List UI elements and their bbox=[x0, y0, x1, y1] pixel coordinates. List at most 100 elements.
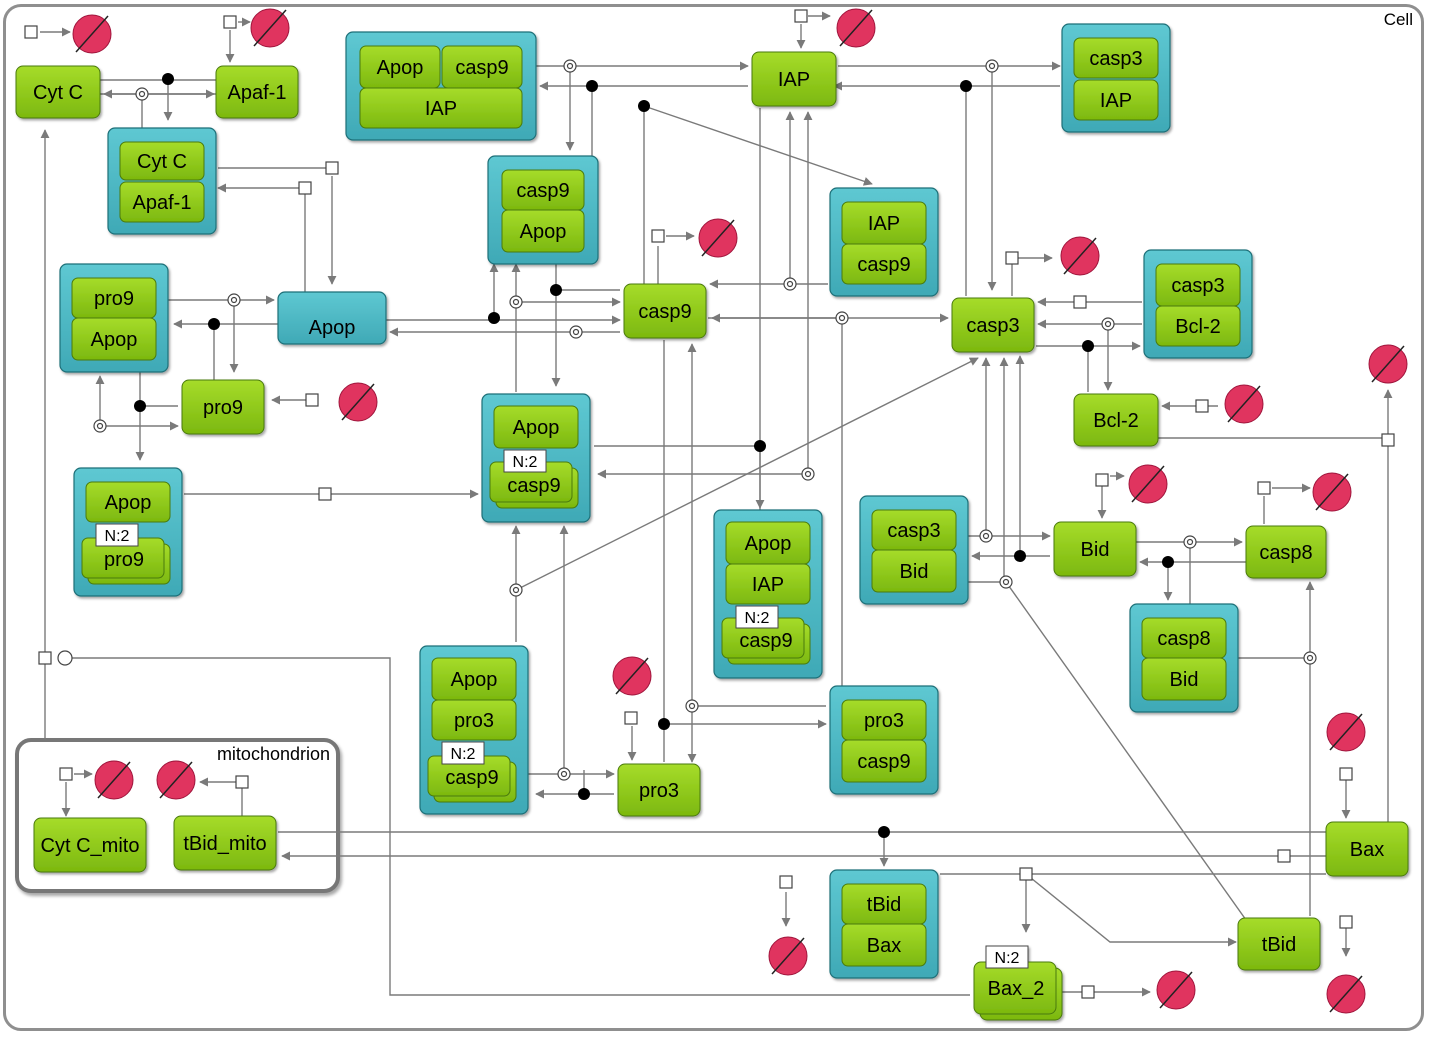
sink-icon bbox=[1326, 974, 1366, 1014]
complex-casp3-bcl2[interactable]: casp3 Bcl-2 bbox=[1143, 249, 1253, 359]
complex-pro3-casp9-member-2: casp9 bbox=[857, 751, 910, 773]
species-cytc-mito-node[interactable]: Cyt C_mito bbox=[33, 817, 147, 873]
complex-casp3-iap[interactable]: casp3 IAP bbox=[1061, 23, 1171, 133]
species-cytc-node[interactable]: Cyt C bbox=[15, 65, 101, 119]
complex-pro9-apop[interactable]: pro9 Apop bbox=[59, 263, 169, 373]
sink-icon bbox=[250, 8, 290, 48]
sink-icon bbox=[1368, 344, 1408, 384]
species-casp9-node[interactable]: casp9 bbox=[623, 283, 707, 339]
complex-tbid-bax-member-2: Bax bbox=[867, 935, 901, 957]
species-pro3-label: pro3 bbox=[639, 780, 679, 802]
species-casp3-label: casp3 bbox=[966, 315, 1019, 337]
association-dots bbox=[134, 73, 1174, 838]
complex-apop-casp9-dimer[interactable]: Apop casp9 N:2 bbox=[481, 393, 591, 523]
species-bax2-label: Bax_2 bbox=[988, 978, 1045, 1000]
sink-icon bbox=[338, 382, 378, 422]
complex-casp3-bid[interactable]: casp3 Bid bbox=[859, 495, 969, 605]
complex-casp3-bcl2-member-1: casp3 bbox=[1171, 275, 1224, 297]
complex-casp3-iap-member-2: IAP bbox=[1100, 90, 1132, 112]
complex-apop-pro9-dimer-member-1: Apop bbox=[105, 492, 152, 514]
sink-icon bbox=[1156, 970, 1196, 1010]
species-bax-node[interactable]: Bax bbox=[1325, 821, 1409, 877]
sink-icon bbox=[94, 760, 134, 800]
complex-casp3-bid-member-2: Bid bbox=[900, 561, 929, 583]
complex-casp9-apop-member-1: casp9 bbox=[516, 180, 569, 202]
complex-iap-casp9[interactable]: IAP casp9 bbox=[829, 187, 939, 297]
dissociation-glyphs bbox=[57, 59, 1317, 781]
complex-pro9-apop-member-1: pro9 bbox=[94, 288, 134, 310]
species-pro3-node[interactable]: pro3 bbox=[617, 763, 701, 817]
sink-icon bbox=[1128, 464, 1168, 504]
complex-casp3-bcl2-member-2: Bcl-2 bbox=[1175, 316, 1221, 338]
complex-apop-iap-casp9-dimer-member-3: casp9 bbox=[739, 630, 792, 652]
complex-casp8-bid[interactable]: casp8 Bid bbox=[1129, 603, 1239, 713]
species-bid-label: Bid bbox=[1081, 539, 1110, 561]
species-pro9-label: pro9 bbox=[203, 397, 243, 419]
species-tbid-label: tBid bbox=[1262, 934, 1296, 956]
species-cytc-label: Cyt C bbox=[33, 82, 83, 104]
multimer-badge: N:2 bbox=[451, 746, 476, 763]
species-bax2-node[interactable]: Bax_2 N:2 bbox=[973, 945, 1063, 1021]
species-cytc-mito-label: Cyt C_mito bbox=[41, 835, 140, 857]
species-casp8-node[interactable]: casp8 bbox=[1245, 525, 1327, 579]
complexes: Cyt C Apaf-1 Apop casp9 IAP casp3 IAP ca… bbox=[59, 23, 1253, 979]
complex-apop-pro9-dimer[interactable]: Apop pro9 N:2 bbox=[73, 467, 183, 597]
complex-apop-casp9-iap[interactable]: Apop casp9 IAP bbox=[345, 31, 537, 141]
sink-icon bbox=[1326, 712, 1366, 752]
species-apaf1-label: Apaf-1 bbox=[228, 82, 287, 104]
complex-apop-iap-casp9-dimer-member-1: Apop bbox=[745, 533, 792, 555]
complex-apop-casp9-iap-member-2: casp9 bbox=[455, 57, 508, 79]
complex-apop-casp9-dimer-member-1: Apop bbox=[513, 417, 560, 439]
species-tbid-mito-label: tBid_mito bbox=[183, 833, 266, 855]
complex-apop-casp9-iap-member-1: Apop bbox=[377, 57, 424, 79]
sink-icon bbox=[768, 936, 808, 976]
sink-icon bbox=[1224, 384, 1264, 424]
complex-iap-casp9-member-1: IAP bbox=[868, 213, 900, 235]
complex-apop-pro3-casp9-dimer[interactable]: Apop pro3 casp9 N:2 bbox=[419, 645, 529, 815]
complex-tbid-bax[interactable]: tBid Bax bbox=[829, 869, 939, 979]
complex-apop-casp9-iap-member-3: IAP bbox=[425, 98, 457, 120]
multimer-badge: N:2 bbox=[995, 950, 1020, 967]
species-casp8-label: casp8 bbox=[1259, 542, 1312, 564]
complex-cytc-apaf1[interactable]: Cyt C Apaf-1 bbox=[107, 127, 217, 235]
species-iap-node[interactable]: IAP bbox=[751, 51, 837, 107]
complex-casp9-apop-member-2: Apop bbox=[520, 221, 567, 243]
process-nodes bbox=[24, 9, 1395, 999]
complex-casp9-apop[interactable]: casp9 Apop bbox=[487, 155, 599, 265]
sink-icon bbox=[1060, 236, 1100, 276]
species-pro9-node[interactable]: pro9 bbox=[181, 379, 265, 435]
complex-casp8-bid-member-2: Bid bbox=[1170, 669, 1199, 691]
species-apaf1-node[interactable]: Apaf-1 bbox=[215, 65, 299, 119]
species-bax-label: Bax bbox=[1350, 839, 1384, 861]
species-casp3-node[interactable]: casp3 bbox=[951, 297, 1035, 353]
complex-apop-pro9-dimer-member-2: pro9 bbox=[104, 549, 144, 571]
complex-apop-iap-casp9-dimer[interactable]: Apop IAP casp9 N:2 bbox=[713, 509, 823, 679]
multimer-badge: N:2 bbox=[105, 528, 130, 545]
complex-apop-casp9-dimer-member-2: casp9 bbox=[507, 475, 560, 497]
complex-pro3-casp9[interactable]: pro3 casp9 bbox=[829, 685, 939, 795]
species-tbid-node[interactable]: tBid bbox=[1237, 917, 1321, 971]
sink-icon bbox=[156, 760, 196, 800]
complex-iap-casp9-member-2: casp9 bbox=[857, 254, 910, 276]
species-apop-label: Apop bbox=[309, 317, 356, 339]
species-apop-node[interactable]: Apop bbox=[277, 291, 387, 345]
species-bid-node[interactable]: Bid bbox=[1053, 521, 1137, 577]
complex-pro3-casp9-member-1: pro3 bbox=[864, 710, 904, 732]
complex-apop-pro3-casp9-dimer-member-2: pro3 bbox=[454, 710, 494, 732]
complex-casp3-iap-member-1: casp3 bbox=[1089, 48, 1142, 70]
species-bcl2-label: Bcl-2 bbox=[1093, 410, 1139, 432]
mitochondrion-compartment-label: mitochondrion bbox=[216, 744, 330, 764]
multimer-badge: N:2 bbox=[513, 454, 538, 471]
sink-icon bbox=[698, 218, 738, 258]
complex-apop-pro3-casp9-dimer-member-3: casp9 bbox=[445, 767, 498, 789]
complex-apop-pro3-casp9-dimer-member-1: Apop bbox=[451, 669, 498, 691]
complex-casp3-bid-member-1: casp3 bbox=[887, 520, 940, 542]
complex-cytc-apaf1-member-1: Cyt C bbox=[137, 151, 187, 173]
species-tbid-mito-node[interactable]: tBid_mito bbox=[173, 815, 277, 871]
sink-icon bbox=[612, 656, 652, 696]
complex-tbid-bax-member-1: tBid bbox=[867, 894, 901, 916]
species-bcl2-node[interactable]: Bcl-2 bbox=[1073, 393, 1159, 447]
sink-icon bbox=[836, 8, 876, 48]
sink-icon bbox=[72, 14, 112, 54]
